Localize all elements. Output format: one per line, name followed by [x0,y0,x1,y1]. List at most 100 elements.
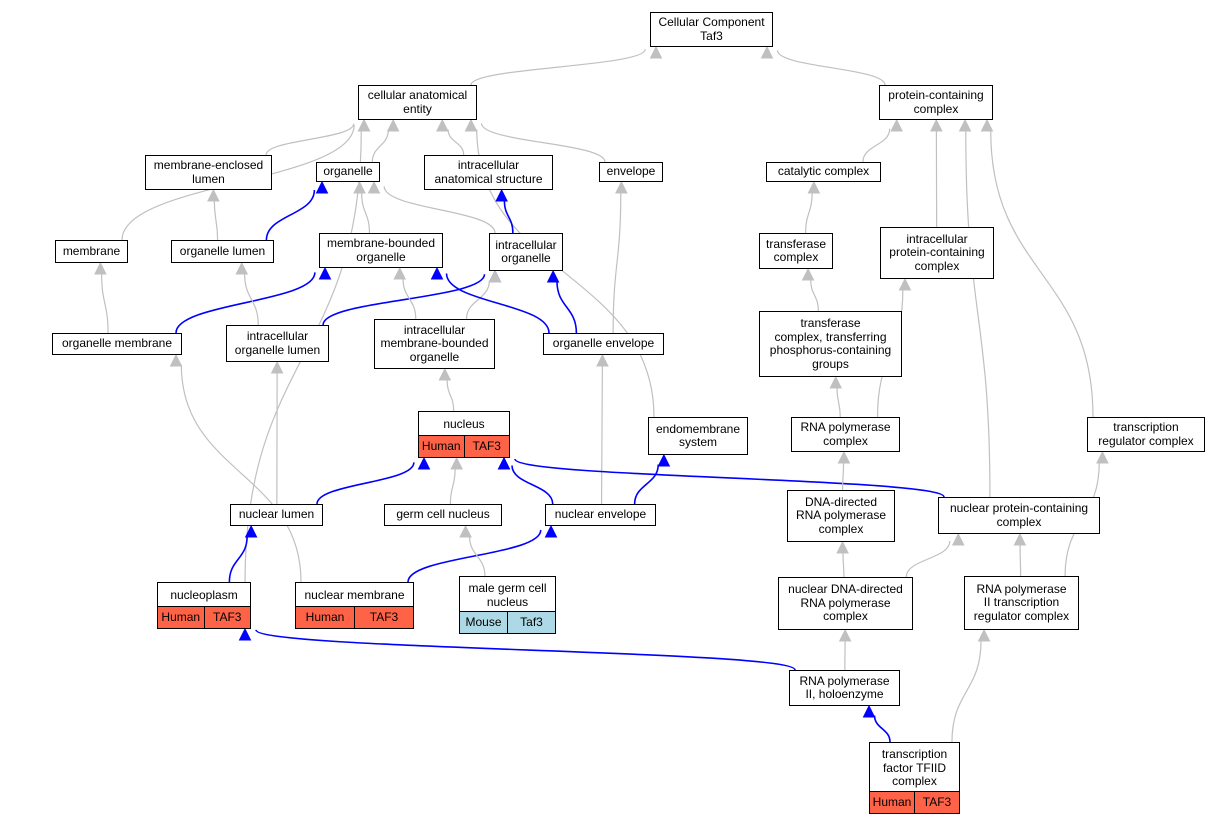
node-root[interactable]: Cellular Component Taf3 [650,12,773,47]
node-om[interactable]: organelle membrane [52,333,182,355]
edge-nm-to-ne [407,529,542,583]
node-label: intracellular membrane-bounded organelle [380,322,489,364]
edge-imbo-to-io [465,280,490,320]
edge-arrowhead [417,456,431,470]
node-rp2t[interactable]: RNA polymerase II transcription regulato… [964,576,1079,630]
node-mel[interactable]: membrane-enclosed lumen [145,155,272,190]
node-label: organelle membrane [61,336,173,351]
edge-org-to-cae [371,129,389,163]
node-ne[interactable]: nuclear envelope [545,504,656,526]
edge-arrowhead [980,118,994,132]
node-label: catalytic complex [777,164,870,179]
species-tag: Human [870,792,914,813]
species-tag: Mouse [460,612,507,633]
node-rnap[interactable]: RNA polymerase complex [791,417,900,452]
node-trc[interactable]: transcription regulator complex [1087,417,1205,452]
edge-arrowhead [235,261,249,275]
node-mem[interactable]: membrane [55,240,128,263]
edge-ne-to-nuc [511,465,554,505]
node-oe[interactable]: organelle envelope [543,333,664,355]
edge-arrowhead [958,118,972,132]
node-env[interactable]: envelope [599,162,663,182]
edge-oe-to-env [612,192,622,334]
edge-tcp-to-tc [810,279,820,312]
node-orl[interactable]: organelle lumen [171,240,274,263]
edge-arrowhead [393,266,407,280]
edge-arrowhead [459,524,472,538]
node-label: DNA-directed RNA polymerase complex [795,494,887,536]
node-ems[interactable]: endomembrane system [648,417,748,455]
edge-arrowhead [760,45,774,59]
node-cae[interactable]: cellular anatomical entity [358,85,477,120]
edge-arrowhead [207,188,220,202]
node-tc[interactable]: transferase complex [759,233,833,269]
edge-om-to-mem [101,273,109,334]
node-nddr[interactable]: nuclear DNA-directed RNA polymerase comp… [778,577,913,630]
gene-tag: Taf3 [507,612,555,633]
node-label: germ cell nucleus [396,507,490,522]
edge-arrowhead [807,180,821,194]
node-label: protein-containing complex [888,88,984,116]
node-label: membrane-enclosed lumen [153,158,264,186]
edge-io-to-ias [503,200,514,234]
node-label: intracellular anatomical structure [434,158,543,186]
node-imbo[interactable]: intracellular membrane-bounded organelle [374,319,495,369]
node-iol[interactable]: intracellular organelle lumen [226,325,329,362]
edge-arrowhead [546,269,560,283]
edge-arrowhead [315,180,329,194]
edge-om-to-mbo [175,272,316,334]
node-tcp[interactable]: transferase complex, transferring phosph… [759,311,902,377]
node-ddrp[interactable]: DNA-directed RNA polymerase complex [787,490,895,542]
edge-arrowhead [438,367,452,381]
node-npcc[interactable]: nuclear protein-containing complex [938,497,1100,534]
node-org[interactable]: organelle [316,162,380,182]
node-cat[interactable]: catalytic complex [766,162,881,182]
edge-arrowhead [436,118,449,132]
edge-arrowhead [430,266,444,280]
node-label: nucleoplasm [170,588,238,603]
edge-arrowhead [930,118,943,132]
node-pcc[interactable]: protein-containing complex [879,85,993,120]
edge-arrowhead [318,266,332,280]
edge-ne-to-ems [633,464,660,505]
edge-iol-to-io [322,274,486,326]
node-label: male germ cell nucleus [468,581,547,609]
edge-ne-to-oe [600,365,603,505]
species-tag: Human [296,607,354,628]
edge-arrowhead [544,524,558,538]
gene-tag: TAF3 [463,436,509,457]
edge-mgcn-to-gcn [468,536,486,577]
node-rp2h[interactable]: RNA polymerase II, holoenzyme [789,670,900,706]
edge-pcc-to-root [776,50,886,86]
edge-oe-to-io [556,281,578,334]
edge-mbo-to-org [361,192,371,234]
node-io[interactable]: intracellular organelle [489,233,563,271]
node-label: nucleus [443,417,485,432]
node-ipcc[interactable]: intracellular protein-containing complex [880,227,994,279]
edge-oe-to-mbo [445,273,550,334]
edge-orl-to-org [265,189,316,241]
edge-cat-to-pcc [862,128,891,163]
edge-rp2t-to-npcc [1019,544,1022,577]
edge-arrowhead [1013,532,1027,546]
species-tag: Human [419,436,464,457]
edge-orl-to-mel [213,200,219,241]
node-mbo[interactable]: membrane-bounded organelle [319,233,443,268]
node-gcn[interactable]: germ cell nucleus [384,504,502,526]
edge-arrowhead [270,360,284,374]
edge-arrowhead [353,180,366,194]
edge-arrowhead [94,261,107,275]
node-label: transcription regulator complex [1098,420,1194,448]
edge-npcc-to-nuc [514,458,945,498]
node-nl[interactable]: nuclear lumen [230,504,323,526]
node-ias[interactable]: intracellular anatomical structure [424,155,553,190]
edge-arrowhead [829,375,843,389]
